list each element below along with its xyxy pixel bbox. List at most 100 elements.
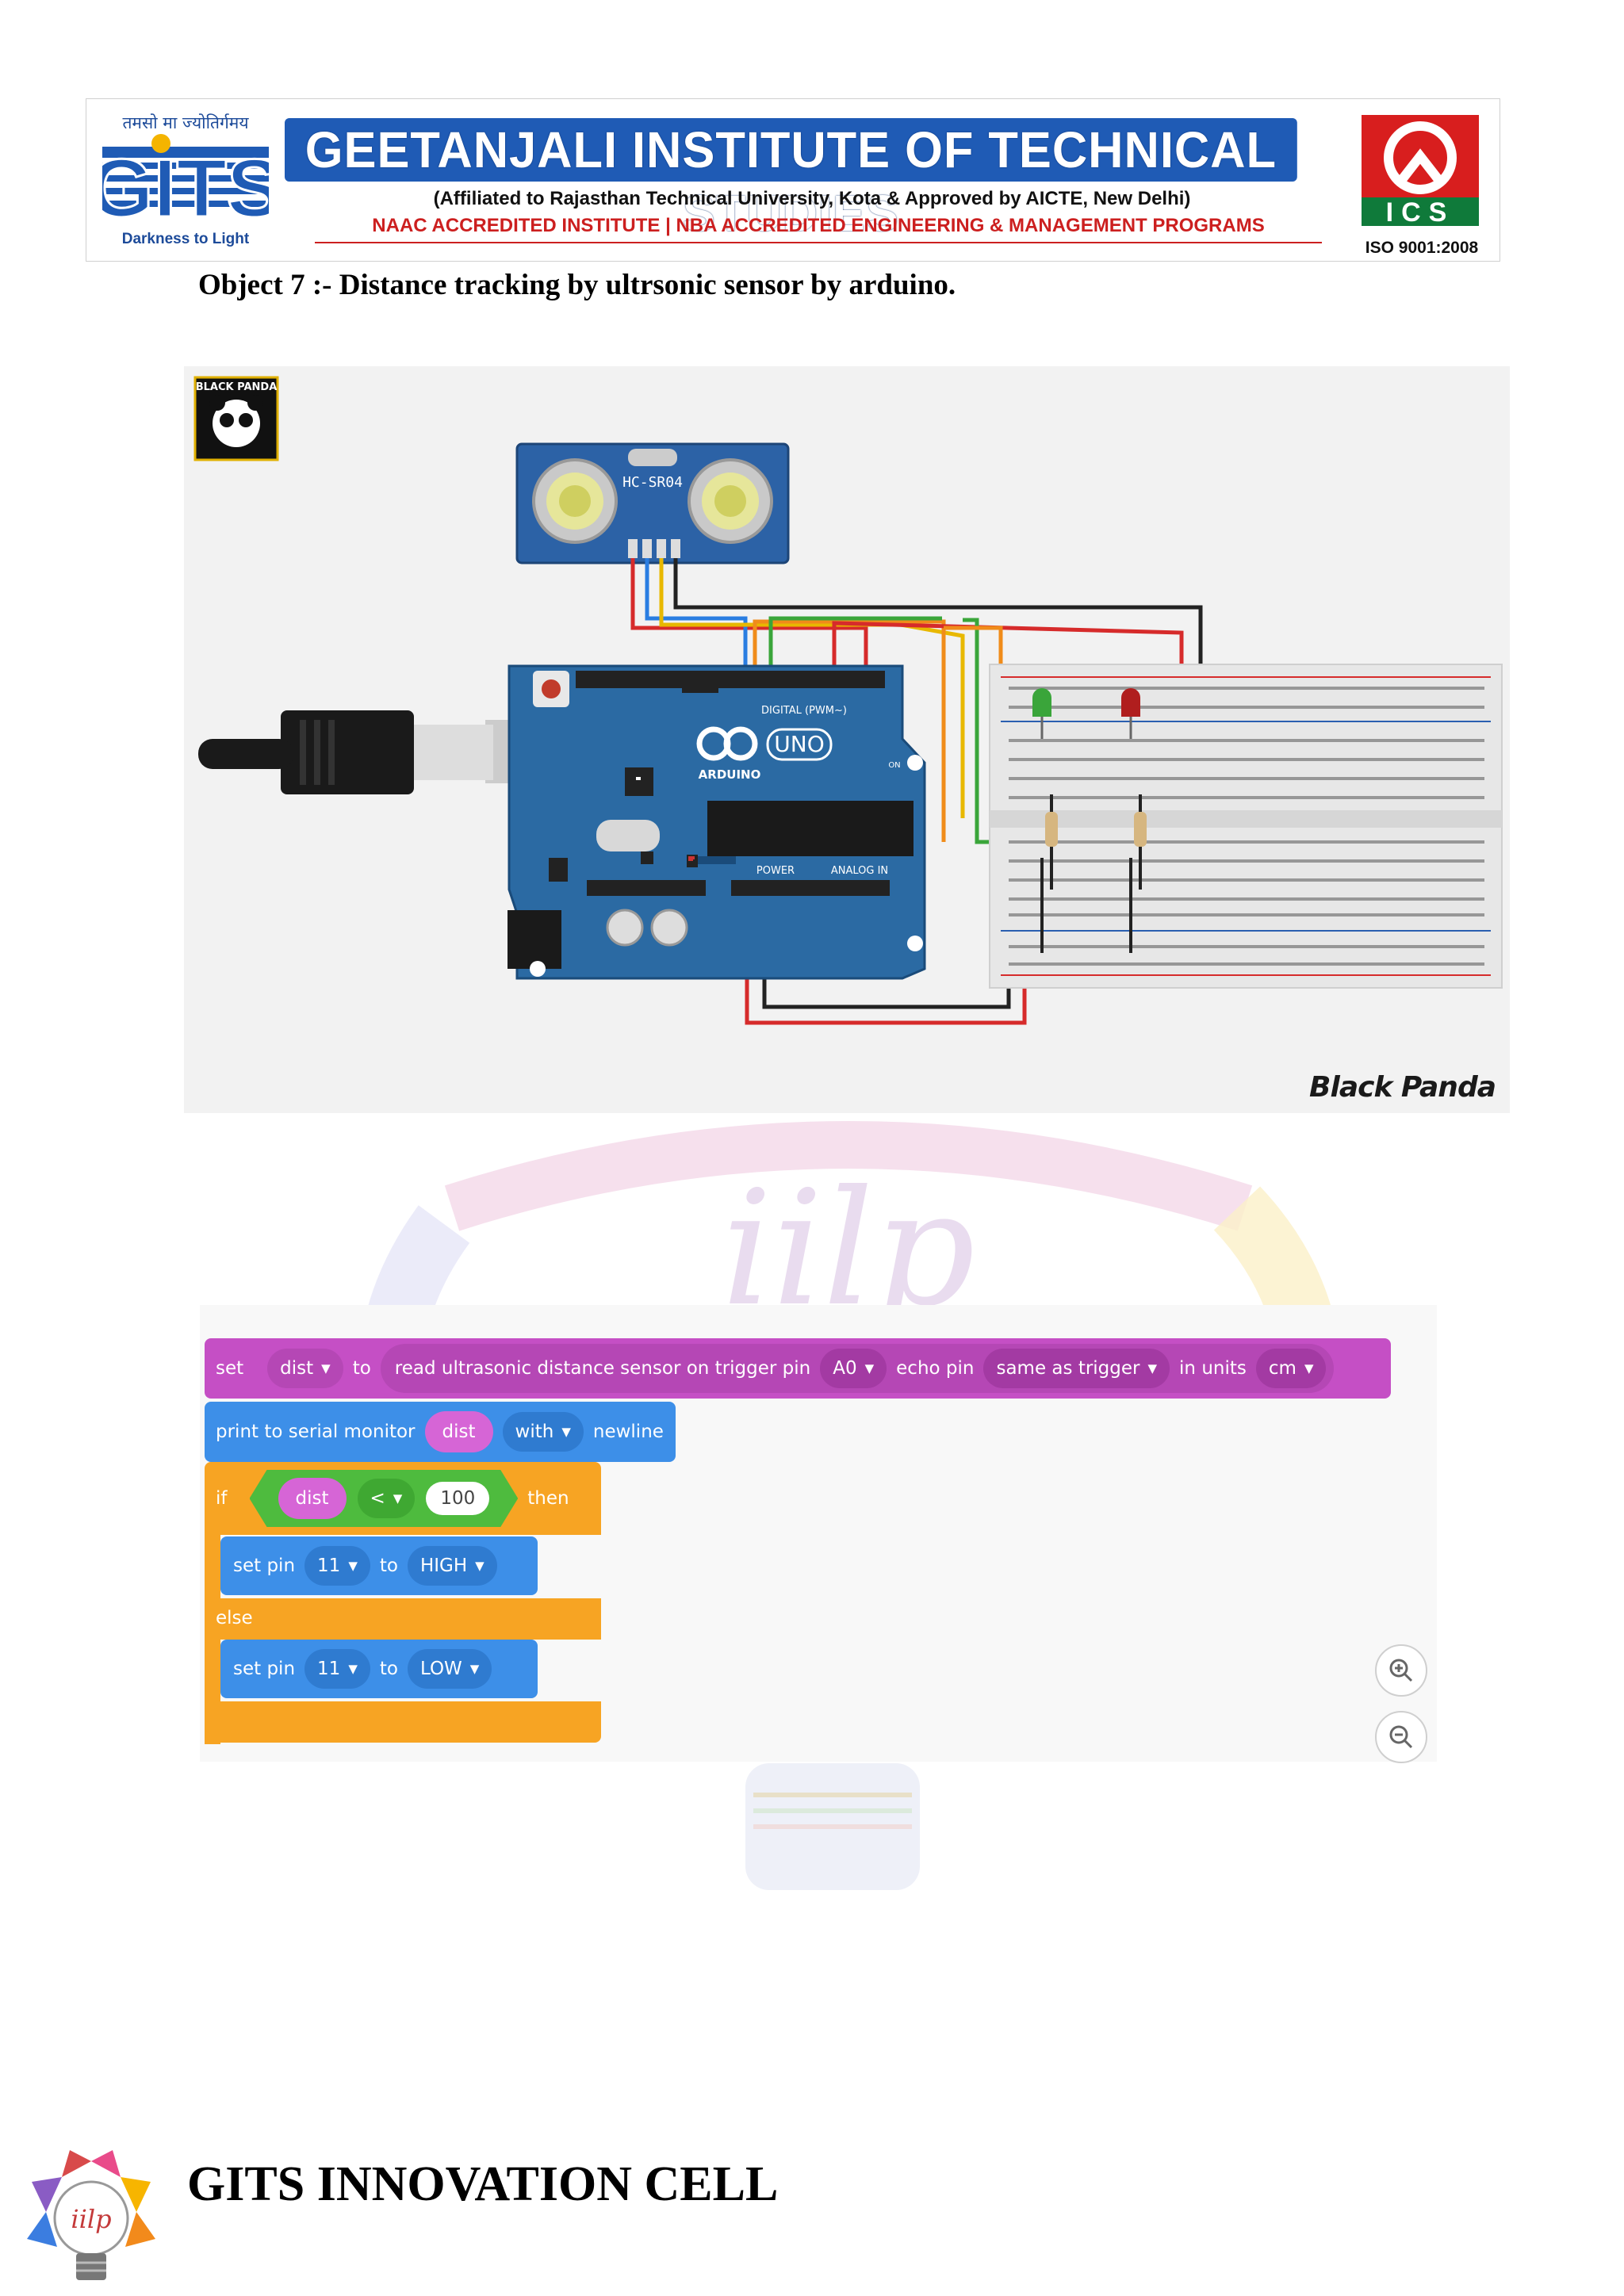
set-pin-label: set pin: [233, 1659, 296, 1679]
echo-pin-dropdown[interactable]: same as trigger ▼: [983, 1349, 1170, 1388]
zoom-in-button[interactable]: [1375, 1644, 1427, 1697]
zoom-out-icon: [1389, 1725, 1413, 1749]
sensor-label: HC-SR04: [622, 474, 683, 491]
pin-dropdown[interactable]: 11 ▼: [304, 1546, 370, 1586]
dist-variable-pill[interactable]: dist: [278, 1478, 347, 1519]
read-sensor-label: read ultrasonic distance sensor on trigg…: [394, 1358, 811, 1379]
else-bar: else: [205, 1598, 601, 1640]
chevron-down-icon: ▼: [321, 1361, 331, 1376]
arduino-board: UNO ARDUINO DIGITAL (PWM~) POWER ANALOG …: [508, 664, 926, 980]
zoom-in-icon: [1389, 1659, 1413, 1682]
chevron-down-icon: ▼: [864, 1361, 875, 1376]
operator-value: <: [370, 1488, 385, 1509]
hindi-motto: तमसो मा ज्योतिर्गमय: [122, 113, 249, 132]
resistor-2: [1134, 812, 1147, 847]
board-name: ARDUINO: [699, 767, 761, 782]
affiliation-text: (Affiliated to Rajasthan Technical Unive…: [433, 188, 1191, 209]
gits-tagline: Darkness to Light: [121, 231, 250, 247]
analog-label: ANALOG IN: [831, 865, 888, 877]
state-value: LOW: [419, 1659, 462, 1679]
object-title: Object 7 :- Distance tracking by ultrson…: [198, 269, 956, 301]
chevron-down-icon: ▼: [1304, 1361, 1314, 1376]
pin-dropdown[interactable]: 11 ▼: [304, 1649, 370, 1689]
on-label: ON: [888, 761, 900, 770]
chevron-down-icon: ▼: [348, 1662, 358, 1676]
ultrasonic-read-block[interactable]: read ultrasonic distance sensor on trigg…: [380, 1344, 1335, 1393]
dist-variable-pill[interactable]: dist: [424, 1411, 493, 1452]
with-dropdown[interactable]: with ▼: [502, 1412, 584, 1452]
with-value: with: [515, 1422, 554, 1442]
variable-name: dist: [280, 1358, 314, 1379]
ics-seal-icon: ICS: [1362, 115, 1479, 228]
set-pin-label: set pin: [233, 1556, 296, 1576]
to-label: to: [379, 1659, 398, 1679]
red-led: [1121, 688, 1140, 717]
print-serial-block[interactable]: print to serial monitor dist with ▼ newl…: [205, 1402, 676, 1462]
set-variable-block[interactable]: set dist ▼ to read ultrasonic distance s…: [205, 1338, 1391, 1399]
chevron-down-icon: ▼: [1147, 1361, 1158, 1376]
then-label: then: [527, 1488, 569, 1509]
set-pin-low-block[interactable]: set pin 11 ▼ to LOW ▼: [220, 1640, 538, 1698]
trigger-pin-dropdown[interactable]: A0 ▼: [820, 1349, 887, 1388]
state-dropdown[interactable]: HIGH ▼: [407, 1546, 497, 1586]
pin-value: 11: [317, 1556, 341, 1576]
blocks-workspace[interactable]: set dist ▼ to read ultrasonic distance s…: [200, 1305, 1437, 1763]
ultrasonic-sensor: HC-SR04: [515, 442, 790, 564]
units-value: cm: [1268, 1358, 1297, 1379]
if-header[interactable]: if dist < ▼ 100 then: [205, 1462, 601, 1535]
gits-logo: तमसो मा ज्योतिर्गमय GITS Darkness to Lig…: [102, 112, 269, 254]
operator-dropdown[interactable]: < ▼: [358, 1479, 416, 1518]
trigger-pin-value: A0: [833, 1358, 857, 1379]
units-dropdown[interactable]: cm ▼: [1255, 1349, 1327, 1388]
board-model: UNO: [774, 731, 824, 757]
chevron-down-icon: ▼: [393, 1491, 403, 1506]
gits-logo-mark: GITS: [102, 134, 269, 229]
pin-value: 11: [317, 1659, 341, 1679]
state-value: HIGH: [419, 1556, 468, 1576]
set-pin-high-block[interactable]: set pin 11 ▼ to HIGH ▼: [220, 1536, 538, 1595]
circuit-svg: BLACK PANDA HC-SR04: [193, 376, 1503, 1025]
footer-logo-text: iilp: [71, 2204, 111, 2234]
credit-text: Black Panda: [1309, 1071, 1496, 1104]
chevron-down-icon: ▼: [561, 1425, 571, 1439]
ics-logo: ICS ISO 9001:2008: [1350, 109, 1493, 259]
black-panda-badge: BLACK PANDA: [193, 376, 279, 461]
echo-pin-value: same as trigger: [996, 1358, 1140, 1379]
iilp-watermark: iilp: [357, 1121, 1343, 1890]
threshold-input[interactable]: 100: [426, 1482, 489, 1515]
ics-text: ICS: [1386, 197, 1455, 228]
power-label: POWER: [756, 865, 795, 877]
compare-condition[interactable]: dist < ▼ 100: [250, 1470, 519, 1527]
zoom-out-button[interactable]: [1375, 1711, 1427, 1763]
chevron-down-icon: ▼: [469, 1662, 480, 1676]
green-led: [1032, 688, 1051, 717]
institute-name: GEETANJALI INSTITUTE OF TECHNICAL STUDIE…: [285, 118, 1297, 242]
if-else-block[interactable]: if dist < ▼ 100 then set pin 11 ▼: [205, 1462, 601, 1744]
variable-dropdown[interactable]: dist ▼: [267, 1349, 343, 1388]
if-label: if: [216, 1488, 228, 1509]
echo-pin-label: echo pin: [896, 1358, 975, 1379]
iso-label: ISO 9001:2008: [1365, 239, 1479, 257]
accreditation-text: NAAC ACCREDITED INSTITUTE | NBA ACCREDIT…: [315, 215, 1322, 243]
chevron-down-icon: ▼: [475, 1559, 485, 1573]
resistor-1: [1045, 812, 1058, 847]
breadboard: [989, 664, 1503, 989]
panda-badge-text: BLACK PANDA: [196, 381, 278, 393]
circuit-diagram: BLACK PANDA HC-SR04: [184, 366, 1510, 1113]
footer-title: GITS INNOVATION CELL: [187, 2157, 779, 2211]
if-footer: [205, 1701, 601, 1743]
gits-letters: GITS: [102, 143, 269, 229]
if-spine: [205, 1535, 220, 1744]
set-label: set: [216, 1358, 244, 1379]
print-label: print to serial monitor: [216, 1422, 416, 1442]
digital-label: DIGITAL (PWM~): [761, 705, 847, 717]
units-label: in units: [1179, 1358, 1247, 1379]
else-label: else: [216, 1608, 253, 1628]
newline-label: newline: [592, 1422, 664, 1442]
chevron-down-icon: ▼: [348, 1559, 358, 1573]
to-label: to: [352, 1358, 371, 1379]
state-dropdown[interactable]: LOW ▼: [407, 1649, 492, 1689]
innovation-cell-logo: iilp: [27, 2150, 155, 2280]
to-label: to: [379, 1556, 398, 1576]
institute-banner: तमसो मा ज्योतिर्गमय GITS Darkness to Lig…: [86, 98, 1500, 262]
